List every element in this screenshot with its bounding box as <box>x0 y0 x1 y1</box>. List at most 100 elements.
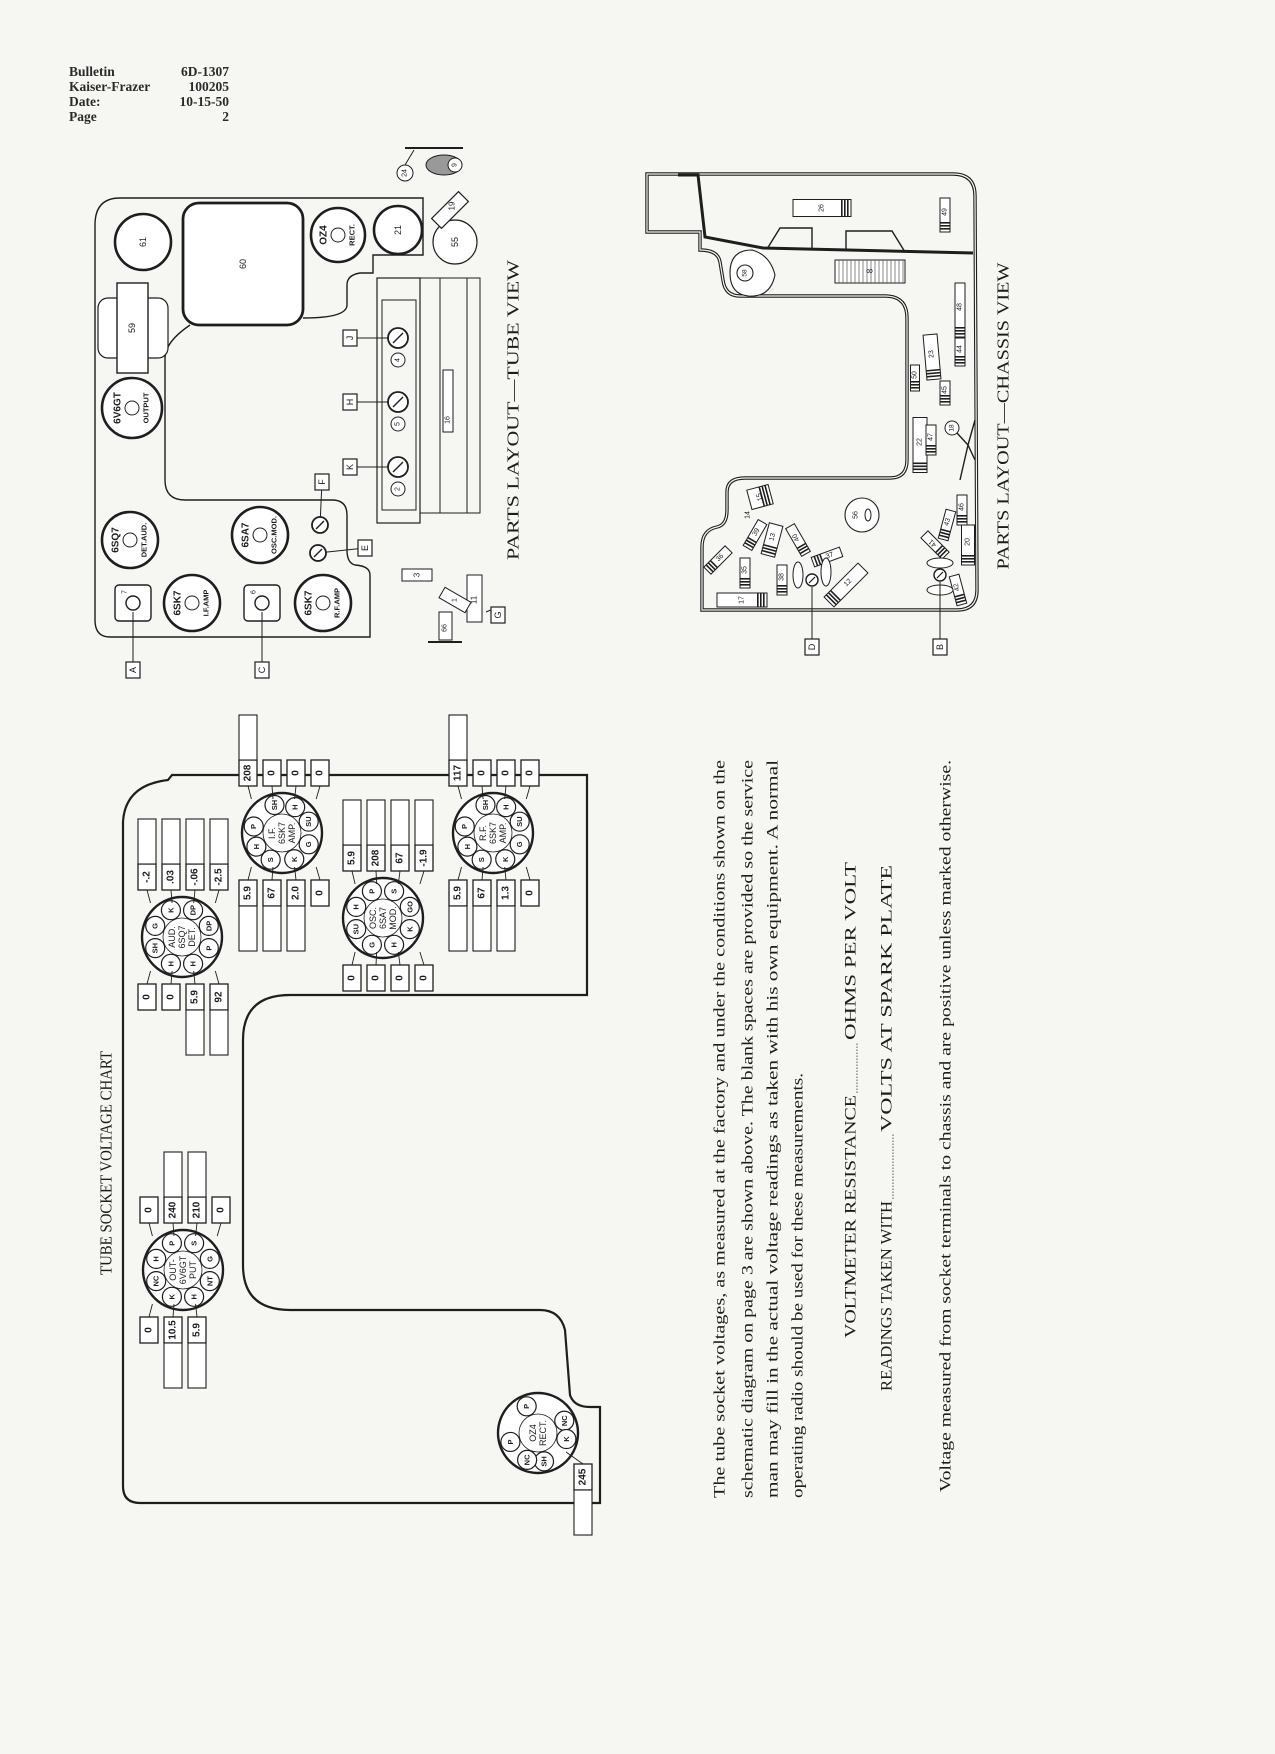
part-label: 36 <box>715 553 726 564</box>
blank-reading-box[interactable] <box>286 905 306 952</box>
blank-reading-box[interactable] <box>163 1151 183 1198</box>
socket-type-label: I.F. <box>267 827 277 839</box>
parts-layout-chassis-view: PARTS LAYOUT—CHASSIS VIEW264948234450452… <box>645 172 1013 656</box>
callout-box <box>490 606 506 624</box>
color-band <box>926 445 936 447</box>
callout-box <box>314 473 330 491</box>
part-label: 46 <box>959 503 966 511</box>
blank-reading-box[interactable] <box>137 818 157 865</box>
blank-reading-box[interactable] <box>185 818 205 865</box>
pin-lead <box>214 970 220 985</box>
part-label: 13 <box>768 532 777 541</box>
part-59 <box>116 282 149 374</box>
blank-reading-box[interactable] <box>161 818 181 865</box>
socket-pin <box>361 934 383 955</box>
blank-reading-box[interactable] <box>366 799 386 846</box>
padder-number: 7 <box>122 590 129 594</box>
pin-label: H <box>352 904 361 909</box>
part-label: 44 <box>957 345 964 353</box>
socket-pin <box>260 849 281 870</box>
socket-pin <box>161 1286 183 1307</box>
pin-label: P <box>506 1439 515 1444</box>
blank-reading-box[interactable] <box>448 714 468 761</box>
callout-box-letter: C <box>257 666 267 673</box>
blank-reading-box[interactable] <box>187 1151 207 1198</box>
color-band <box>955 362 965 364</box>
socket-pin <box>509 834 530 855</box>
color-band <box>777 588 787 590</box>
socket-center <box>518 1413 558 1453</box>
blank-reading-box[interactable] <box>390 799 410 846</box>
pin-lead <box>247 866 252 881</box>
tuner-inner <box>381 299 417 511</box>
blank-reading-box[interactable] <box>262 905 282 952</box>
color-band <box>955 327 965 329</box>
socket-pin <box>383 881 405 902</box>
chassis-panel-edge <box>678 173 974 255</box>
screw-slot-icon <box>392 396 404 408</box>
screw-slot-icon <box>392 332 404 344</box>
blank-reading-box[interactable] <box>185 1009 205 1056</box>
screw-slot-icon <box>808 576 816 584</box>
blank-reading-box[interactable] <box>414 799 434 846</box>
callout-box-letter: H <box>345 399 355 406</box>
pin-lead <box>419 951 425 966</box>
pin-label: DP <box>204 921 213 931</box>
pin-label: NT <box>205 1276 214 1286</box>
pin-label: K <box>501 856 510 862</box>
chassis-outline-inner <box>646 173 978 611</box>
pin-label: K <box>167 1294 176 1300</box>
header-value: 6D-1307 <box>181 64 229 79</box>
color-band <box>940 225 950 227</box>
chassis-part-43: 43 <box>937 508 957 542</box>
voltage-value: 0 <box>419 975 430 981</box>
mounting-slot <box>926 557 954 569</box>
voltage-value: 67 <box>395 852 406 864</box>
pin-lead <box>457 785 462 800</box>
voltage-value: 0 <box>525 890 536 896</box>
voltage-value: 10.5 <box>168 1320 179 1340</box>
pin-label: H <box>166 961 175 966</box>
voltage-value: 0 <box>291 770 302 776</box>
blank-reading-box[interactable] <box>238 905 258 952</box>
part-label: 37 <box>825 551 835 560</box>
blank-reading-box[interactable] <box>472 905 492 952</box>
part-label: 16 <box>445 416 452 424</box>
color-band <box>740 581 750 583</box>
socket-type-label: MOD. <box>388 906 398 930</box>
pin-lead <box>193 970 196 985</box>
color-band <box>961 558 975 560</box>
pin-label: SU <box>515 816 524 826</box>
blank-reading-box[interactable] <box>496 905 516 952</box>
tube-type-label: 6SA7 <box>241 522 252 547</box>
instruction-line: operating radio should be used for these… <box>790 1073 807 1498</box>
part-24 <box>396 164 414 182</box>
blank-reading-box[interactable] <box>163 1342 183 1389</box>
color-band <box>847 199 849 217</box>
blank-reading-box[interactable] <box>209 1009 229 1056</box>
socket-pin <box>516 1396 537 1417</box>
color-band <box>938 534 949 539</box>
tube-function-label: DET.AUD. <box>140 523 149 558</box>
socket-pin <box>146 1248 167 1270</box>
part-label: 40 <box>791 532 801 542</box>
blank-reading-box[interactable] <box>448 905 468 952</box>
component-body <box>954 337 966 367</box>
blank-reading-box[interactable] <box>573 1489 593 1536</box>
blank-reading-box[interactable] <box>209 818 229 865</box>
part-21 <box>372 204 424 256</box>
part-11 <box>466 574 483 623</box>
voltage-value: -2.5 <box>214 868 225 886</box>
color-band <box>758 486 766 507</box>
blank-reading-box[interactable] <box>238 714 258 761</box>
color-band <box>740 578 750 580</box>
voltage-value: 0 <box>144 1327 155 1333</box>
blank-reading-box[interactable] <box>187 1342 207 1389</box>
voltage-value: 0 <box>315 890 326 896</box>
voltage-value: 208 <box>371 849 382 866</box>
tube-key-icon <box>330 227 346 243</box>
blank-reading-box[interactable] <box>342 799 362 846</box>
part-55 <box>432 219 478 265</box>
